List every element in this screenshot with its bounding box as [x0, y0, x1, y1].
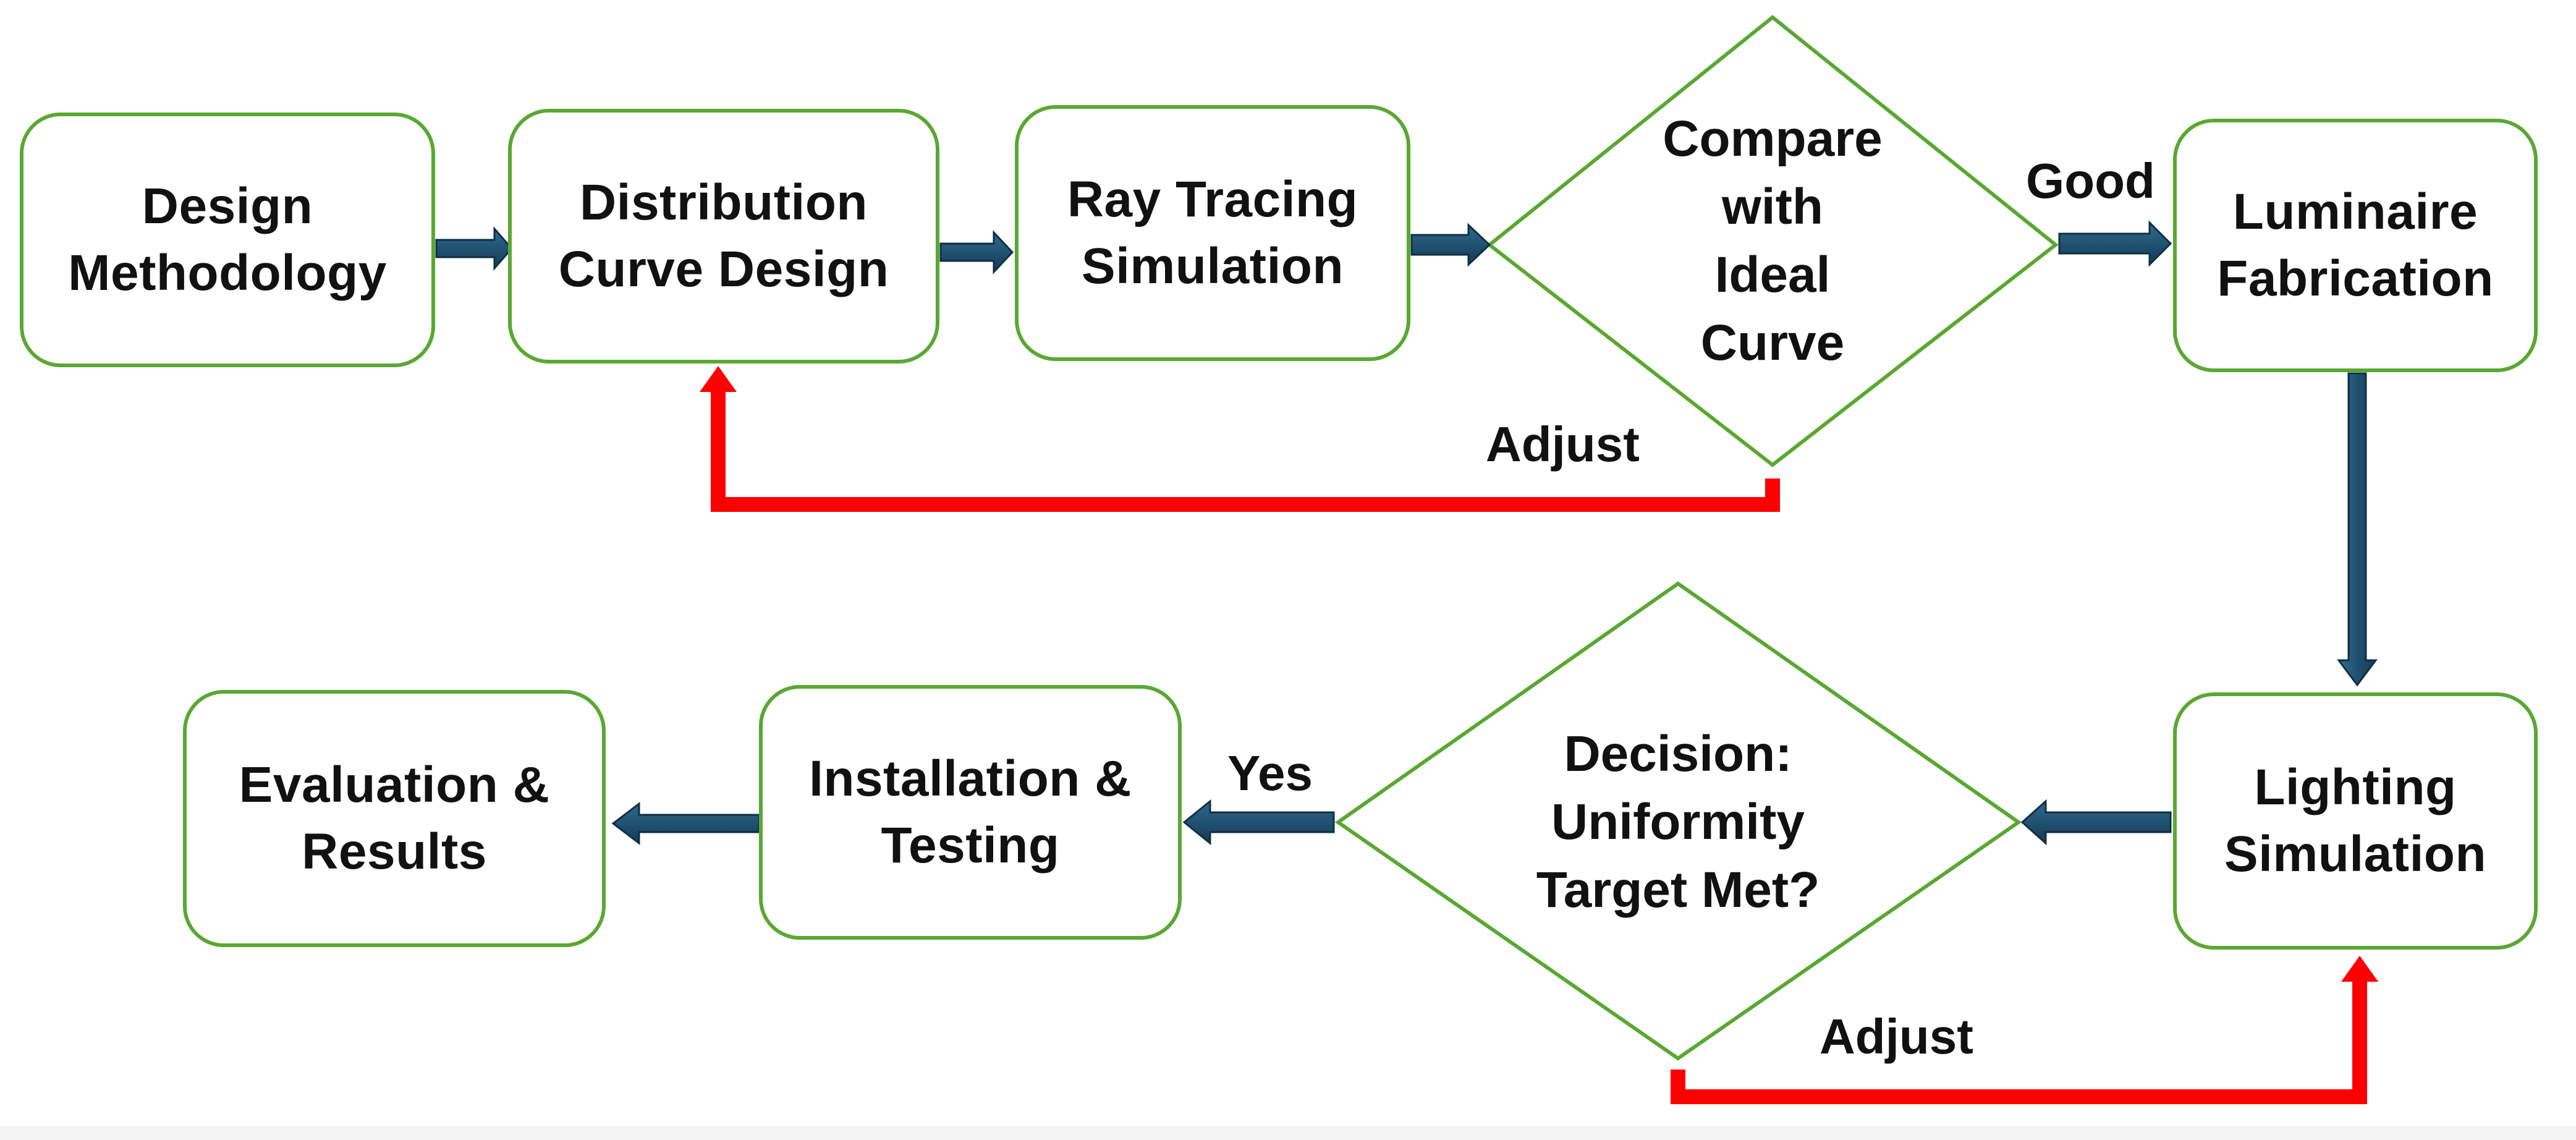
node-evaluation-results-label: Evaluation & Results — [239, 757, 550, 880]
node-design-methodology: Design Methodology — [20, 113, 435, 367]
compare-diamond-shape — [1486, 15, 2059, 467]
node-decision-uniformity-label: Decision: Uniformity Target Met? — [1536, 726, 1820, 918]
node-distribution-curve-design-label: Distribution Curve Design — [558, 174, 889, 297]
node-luminaire-fabrication: Luminaire Fabrication — [2173, 119, 2538, 372]
arrow-fabrication-to-lighting — [2337, 372, 2378, 687]
arrow-raytracing-to-compare — [1410, 223, 1491, 267]
edge-label-yes: Yes — [1227, 746, 1313, 801]
arrow-lighting-to-decision — [2020, 799, 2172, 846]
node-ray-tracing-simulation-label: Ray Tracing Simulation — [1067, 171, 1358, 294]
edge-label-good: Good — [2026, 153, 2155, 208]
feedback-arrowhead-distribution — [700, 366, 737, 392]
node-compare-with-ideal-curve-label: Compare with Ideal Curve — [1663, 111, 1883, 371]
arrow-compare-to-fabrication — [2058, 220, 2172, 267]
arrow-distribution-to-raytracing — [939, 230, 1014, 274]
bottom-border-strip — [0, 1126, 2576, 1140]
node-design-methodology-label: Design Methodology — [68, 178, 387, 301]
node-luminaire-fabrication-label: Luminaire Fabrication — [2217, 184, 2494, 307]
edge-label-adjust-bottom: Adjust — [1820, 1009, 1973, 1064]
feedback-decision-to-lighting — [1671, 979, 2367, 1104]
node-ray-tracing-simulation: Ray Tracing Simulation — [1015, 105, 1410, 361]
node-evaluation-results: Evaluation & Results — [183, 690, 606, 947]
arrow-decision-to-installation — [1182, 799, 1335, 846]
node-lighting-simulation: Lighting Simulation — [2173, 692, 2538, 950]
decision-diamond-shape — [1334, 581, 2022, 1061]
feedback-compare-to-distribution — [711, 389, 1780, 512]
node-installation-testing: Installation & Testing — [759, 685, 1182, 940]
feedback-arrowhead-lighting — [2341, 956, 2378, 982]
arrow-installation-to-evaluation — [611, 801, 760, 846]
node-installation-testing-label: Installation & Testing — [809, 751, 1132, 874]
node-lighting-simulation-label: Lighting Simulation — [2224, 759, 2487, 882]
node-distribution-curve-design: Distribution Curve Design — [508, 109, 939, 364]
edge-label-adjust-top: Adjust — [1486, 417, 1640, 472]
arrow-design-to-distribution — [435, 226, 513, 271]
